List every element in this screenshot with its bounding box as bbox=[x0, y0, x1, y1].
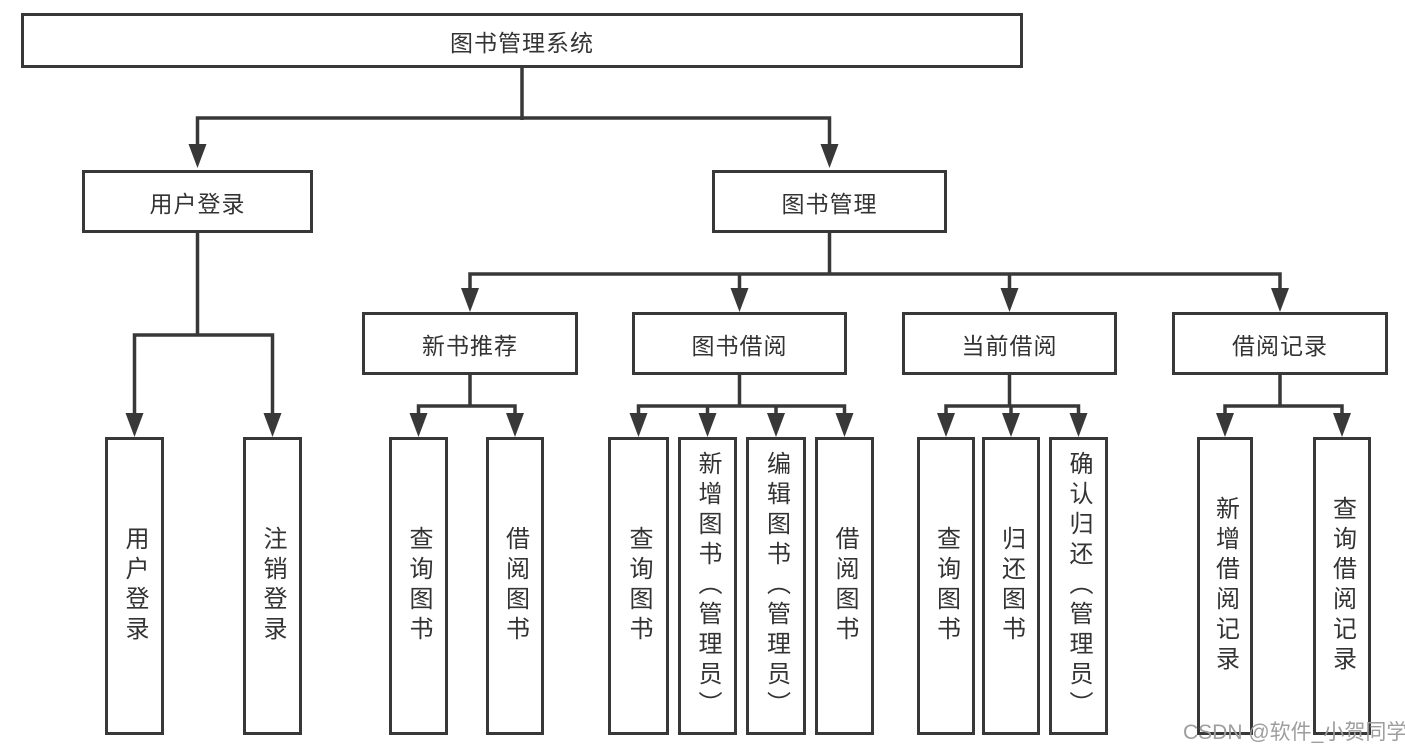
node-library-management-system: 图书管理系统 bbox=[21, 13, 1023, 68]
node-new-book-recommendation: 新书推荐 bbox=[362, 312, 578, 375]
leaf-add-book-admin: 新增图书（管理员） bbox=[678, 437, 737, 735]
leaf-query-books-current: 查询图书 bbox=[917, 437, 975, 735]
node-book-borrowing: 图书借阅 bbox=[632, 312, 847, 375]
leaf-edit-book-admin: 编辑图书（管理员） bbox=[746, 437, 806, 735]
leaf-return-books: 归还图书 bbox=[982, 437, 1040, 735]
node-current-borrowing: 当前借阅 bbox=[902, 312, 1117, 375]
leaf-logout: 注销登录 bbox=[243, 437, 302, 735]
node-user-login: 用户登录 bbox=[82, 170, 313, 233]
leaf-confirm-return-admin: 确认归还（管理员） bbox=[1049, 437, 1108, 735]
leaf-borrow-books-recommend: 借阅图书 bbox=[486, 437, 544, 735]
csdn-watermark: CSDN @软件_小贺同学 bbox=[1183, 721, 1405, 744]
node-borrowing-records: 借阅记录 bbox=[1172, 312, 1388, 375]
leaf-query-borrow-record: 查询借阅记录 bbox=[1313, 437, 1371, 735]
tree-edges bbox=[132, 68, 1344, 418]
leaf-query-books-borrowing: 查询图书 bbox=[608, 437, 669, 735]
arrowheads bbox=[125, 144, 1351, 437]
leaf-borrow-books-borrowing: 借阅图书 bbox=[815, 437, 874, 735]
leaf-user-login: 用户登录 bbox=[105, 437, 164, 735]
node-book-management: 图书管理 bbox=[712, 170, 947, 233]
leaf-query-books-recommend: 查询图书 bbox=[389, 437, 448, 735]
leaf-add-borrow-record: 新增借阅记录 bbox=[1197, 437, 1253, 735]
